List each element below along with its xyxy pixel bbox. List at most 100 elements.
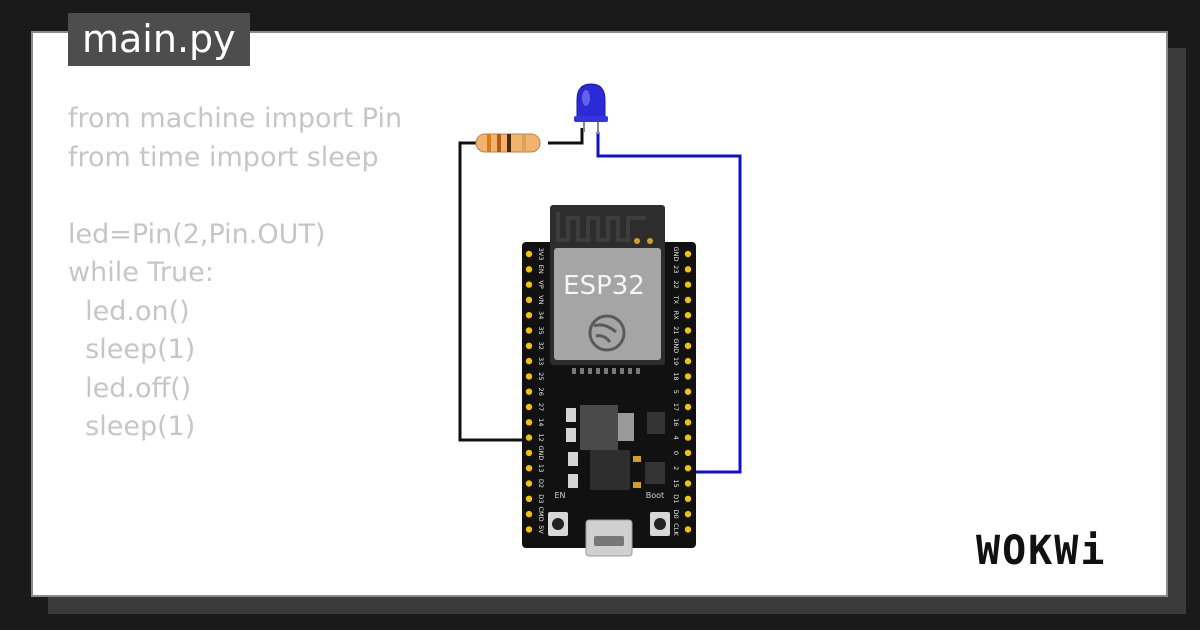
left-header-pin-label: VP (537, 280, 545, 288)
code-line-2: from time import sleep (68, 141, 379, 173)
right-header-pin[interactable] (684, 327, 692, 334)
right-header-pin-label: 5 (672, 390, 680, 394)
left-header-pin[interactable] (525, 526, 533, 533)
left-header-pin[interactable] (525, 495, 533, 502)
wokwi-logo: WOKWi (976, 528, 1107, 574)
left-header-pin[interactable] (525, 434, 533, 441)
left-header-pin[interactable] (525, 465, 533, 472)
right-header-pin-label: 0 (672, 451, 680, 455)
code-line-8: led.off() (68, 372, 192, 404)
en-label: EN (554, 491, 565, 500)
esp32-board[interactable]: ESP32 EN Boot 3V3ENVPVN34353233252627141… (522, 205, 696, 557)
right-header-pin[interactable] (684, 495, 692, 502)
right-header-pin-label: GND (672, 338, 680, 353)
right-header-pin[interactable] (684, 434, 692, 441)
right-header-pin-label: 23 (672, 265, 680, 273)
chip-label: ESP32 (563, 271, 645, 301)
right-header-pin[interactable] (684, 510, 692, 518)
resistor[interactable] (475, 133, 541, 153)
code-preview: from machine import Pin from time import … (68, 100, 402, 447)
right-header-pin[interactable] (684, 449, 692, 457)
left-header-pin[interactable] (525, 296, 533, 304)
right-header-pin[interactable] (684, 266, 692, 273)
left-header-pin-label: 12 (537, 433, 545, 441)
left-header-pin-label: D3 (537, 494, 545, 503)
left-header-pin[interactable] (525, 373, 533, 380)
left-header-pin-label: 5V (537, 525, 545, 534)
right-header-pin-label: 15 (672, 479, 680, 487)
right-header-pin-label: 17 (672, 403, 680, 411)
right-header-pin-label: 21 (672, 326, 680, 334)
left-header-pin-label: EN (537, 265, 545, 274)
right-header-pin-label: 22 (672, 280, 680, 288)
module-pads (572, 368, 640, 374)
code-line-7: sleep(1) (68, 334, 196, 365)
left-header-pin-label: 32 (537, 342, 545, 350)
right-header-pin[interactable] (684, 312, 692, 319)
left-header-pin[interactable] (525, 342, 533, 349)
right-header-pin[interactable] (684, 526, 692, 533)
file-tab-main-py[interactable]: main.py (68, 13, 250, 66)
left-header-pin-label: 26 (537, 388, 545, 396)
left-header-pin[interactable] (525, 281, 533, 288)
left-header-pin[interactable] (525, 403, 533, 411)
right-header-pin-label: D0 (672, 510, 680, 519)
left-header-pin-label: 14 (537, 418, 545, 426)
left-header-pin-label: 35 (537, 326, 545, 334)
blue-led[interactable] (574, 83, 608, 134)
left-header-pins: 3V3ENVPVN343532332526271412GND13D2D3CMD5… (525, 248, 545, 534)
right-header-pin[interactable] (684, 465, 692, 472)
espressif-logo (588, 314, 626, 352)
right-header-pin-label: D1 (672, 494, 680, 503)
right-header-pin[interactable] (684, 342, 692, 349)
left-header-pin[interactable] (525, 388, 533, 395)
right-header-pin[interactable] (684, 480, 692, 487)
blue-wire[interactable] (596, 132, 742, 474)
right-header-pin-label: 2 (672, 466, 680, 470)
left-header-pin[interactable] (525, 449, 533, 457)
left-header-pin-label: CMD (537, 507, 545, 522)
right-header-pin-label: CLK (672, 523, 680, 536)
right-header-pin[interactable] (684, 388, 692, 395)
led-cathode-wire[interactable] (548, 128, 584, 145)
right-header-pin[interactable] (684, 250, 692, 258)
right-header-pin-label: RX (672, 311, 680, 321)
code-line-6: led.on() (68, 295, 190, 327)
right-header-pin[interactable] (684, 296, 692, 304)
voltage-regulator (580, 405, 618, 450)
code-line-9: sleep(1) (68, 411, 196, 442)
right-header-pin[interactable] (684, 373, 692, 380)
usb-chip (590, 450, 630, 490)
left-header-pin-label: VN (537, 295, 545, 304)
code-line-4: led=Pin(2,Pin.OUT) (68, 218, 326, 250)
left-header-pin-label: 3V3 (537, 248, 545, 261)
right-header-pin-label: 4 (672, 436, 680, 440)
right-header-pin[interactable] (684, 357, 692, 365)
right-header-pin[interactable] (684, 281, 692, 288)
left-header-pin-label: D2 (537, 479, 545, 488)
left-header-pin[interactable] (525, 480, 533, 487)
left-header-pin[interactable] (525, 510, 533, 518)
left-header-pin-label: 34 (537, 311, 545, 319)
code-line-1: from machine import Pin (68, 103, 403, 134)
left-header-pin-label: 27 (537, 403, 545, 411)
left-header-pin[interactable] (525, 357, 533, 365)
left-header-pin-label: 33 (537, 357, 545, 365)
left-header-pin[interactable] (525, 419, 533, 426)
boot-label: Boot (646, 491, 664, 500)
left-header-pin[interactable] (525, 312, 533, 319)
left-header-pin[interactable] (525, 327, 533, 334)
code-line-5: while True: (68, 257, 214, 288)
right-header-pin-label: 18 (672, 372, 680, 380)
left-header-pin-label: 25 (537, 372, 545, 380)
right-header-pin-label: 19 (672, 357, 680, 365)
right-header-pin-label: TX (672, 295, 680, 305)
left-header-pin[interactable] (525, 266, 533, 273)
right-header-pin[interactable] (684, 419, 692, 426)
black-wire[interactable] (458, 141, 530, 442)
left-header-pin[interactable] (525, 250, 533, 258)
right-header-pin-label: GND (672, 247, 680, 262)
right-header-pin[interactable] (684, 403, 692, 411)
